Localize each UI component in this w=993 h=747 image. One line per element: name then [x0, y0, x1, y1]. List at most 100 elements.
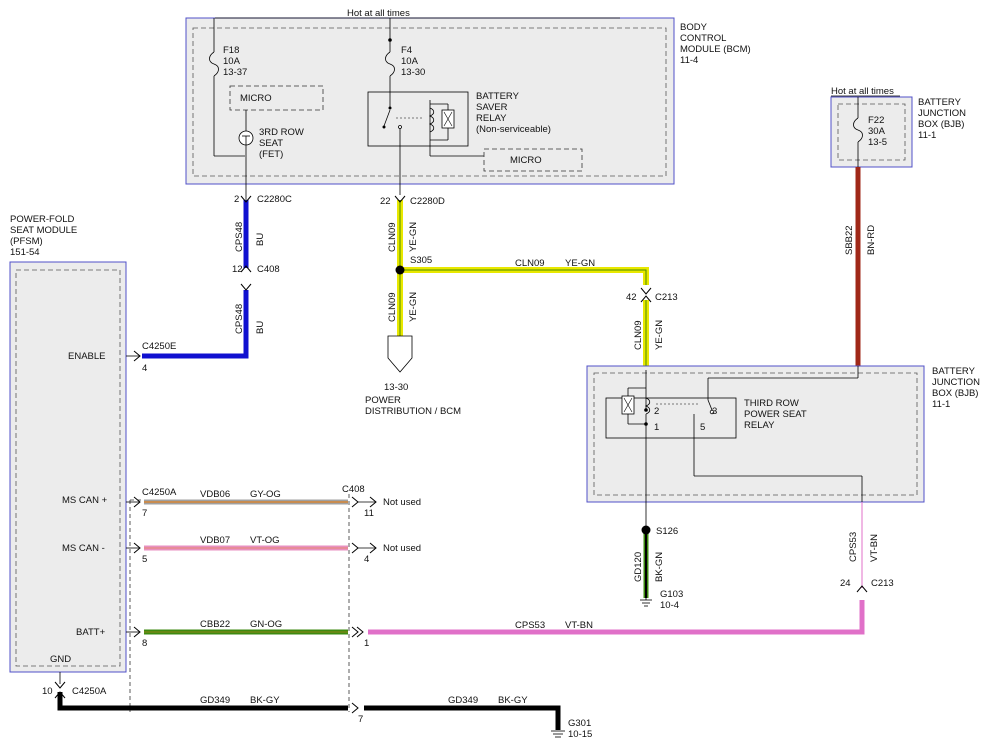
third-row-relay-line2: POWER SEAT	[744, 409, 807, 420]
fet-label-line3: (FET)	[259, 149, 283, 160]
bjb-top-title-line3: BOX (BJB)	[918, 119, 964, 130]
splice-s126: S126	[656, 526, 678, 537]
wire-cps53-v-color: VT-BN	[869, 534, 880, 562]
wire-vdb07-circuit: VDB07	[200, 535, 230, 546]
bcm-ref: 11-4	[680, 55, 698, 66]
pfsm-title-line3: (PFSM)	[10, 236, 43, 247]
connector-c213-top: C213	[655, 292, 678, 303]
bjb-top-ref: 11-1	[918, 130, 936, 141]
f4-ref: 13-30	[401, 67, 425, 78]
ground-g103-ref: 10-4	[660, 600, 679, 611]
f18-name: F18	[223, 45, 239, 56]
wire-gd349-b-color: BK-GY	[498, 695, 528, 706]
pfsm-module	[9, 261, 127, 673]
wire-cln09-h-color: YE-GN	[565, 258, 595, 269]
wire-vdb06	[126, 496, 377, 508]
pin-11: 11	[364, 508, 374, 519]
wire-gd349-b-circuit: GD349	[448, 695, 478, 706]
wire-gd349-a-color: BK-GY	[250, 695, 280, 706]
wire-cln09-h-circuit: CLN09	[515, 258, 545, 269]
connector-c408-mid: C408	[342, 484, 365, 495]
f18-amp: 10A	[223, 56, 241, 67]
pfsm-pin-batt: BATT+	[76, 627, 106, 638]
pin-4: 4	[364, 554, 369, 565]
power-dist-line3: DISTRIBUTION / BCM	[365, 406, 461, 417]
splice-s305: S305	[410, 255, 432, 266]
ground-g301: G301	[568, 718, 591, 729]
wire-cln09-v1-color: YE-GN	[408, 222, 419, 252]
power-dist-line2: POWER	[365, 395, 401, 406]
connector-c4250a-top: C4250A	[142, 487, 177, 498]
relay-pin-1: 1	[654, 422, 659, 433]
bjb-top-title-line1: BATTERY	[918, 97, 962, 108]
wire-cln09-v2-color: YE-GN	[408, 292, 419, 322]
third-row-relay-line3: RELAY	[744, 420, 775, 431]
fet-label-line1: 3RD ROW	[259, 127, 304, 138]
fet-label-line2: SEAT	[259, 138, 283, 149]
pin-8: 8	[142, 638, 147, 649]
connector-c408-box	[129, 494, 350, 712]
bsr-label-line2: SAVER	[476, 102, 508, 113]
pfsm-pin-gnd: GND	[50, 654, 71, 665]
f4-name: F4	[401, 45, 412, 56]
bcm-title-line3: MODULE (BCM)	[680, 44, 751, 55]
bjb-top-title-line2: JUNCTION	[918, 108, 966, 119]
wire-sbb22-circuit: SBB22	[844, 225, 855, 255]
pin-c408-top: 12	[232, 264, 243, 275]
relay-pin-2: 2	[654, 406, 659, 417]
bsr-label-line3: RELAY	[476, 113, 507, 124]
f4-amp: 10A	[401, 56, 419, 67]
micro-box-right	[483, 148, 583, 172]
wire-cps53	[356, 502, 868, 638]
wire-cps48-upper-color: BU	[255, 233, 266, 246]
bjb-main-title-line1: BATTERY	[932, 366, 976, 377]
pfsm-title-line2: SEAT MODULE	[10, 225, 77, 236]
wire-cln09-v1-circuit: CLN09	[387, 222, 398, 252]
bjb-main-module	[586, 365, 925, 600]
wire-gd120	[640, 525, 652, 607]
pin-c213-top: 42	[626, 292, 637, 303]
pin-7-left: 7	[142, 508, 147, 519]
bsr-label-line1: BATTERY	[476, 91, 520, 102]
fet-icon	[238, 110, 254, 200]
connector-c2280c: C2280C	[257, 194, 292, 205]
pin-24: 24	[840, 578, 851, 589]
f22-ref: 13-5	[868, 137, 887, 148]
pfsm-pin-mscan-plus: MS CAN +	[62, 495, 108, 506]
bcm-title-line2: CONTROL	[680, 33, 726, 44]
pfsm-title-line1: POWER-FOLD	[10, 214, 75, 225]
wire-cps48-upper-circuit: CPS48	[234, 222, 245, 252]
pin-c4250e: 4	[142, 363, 147, 374]
pfsm-ref: 151-54	[10, 247, 40, 258]
pin-c2280d: 22	[380, 196, 391, 207]
battery-saver-relay	[367, 91, 484, 195]
f22-amp: 30A	[868, 126, 886, 137]
pin-c2280c: 2	[234, 194, 239, 205]
ground-g301-ref: 10-15	[568, 729, 592, 740]
not-used-1: Not used	[383, 497, 421, 508]
wire-vdb06-color: GY-OG	[250, 489, 281, 500]
pfsm-pin-enable: ENABLE	[68, 351, 106, 362]
connector-c2280d: C2280D	[410, 196, 445, 207]
bjb-main-title-line2: JUNCTION	[932, 377, 980, 388]
wire-cps53-v-circuit: CPS53	[848, 532, 859, 562]
fuse-f18	[209, 18, 245, 157]
wire-gd349	[54, 672, 565, 738]
wire-cps48-lower-color: BU	[255, 321, 266, 334]
wire-cbb22-circuit: CBB22	[200, 619, 230, 630]
connector-c408-top: C408	[257, 264, 280, 275]
connector-c4250e: C4250E	[142, 341, 176, 352]
wire-cbb22-color: GN-OG	[250, 619, 282, 630]
hot-at-all-times-top: Hot at all times	[347, 8, 410, 19]
relay-pin-5: 5	[700, 422, 705, 433]
wire-cps53-h-circuit: CPS53	[515, 620, 545, 631]
micro-label-left: MICRO	[240, 93, 272, 104]
wire-cln09	[387, 195, 652, 373]
wire-cln09-v3-circuit: CLN09	[633, 320, 644, 350]
bsr-label-line4: (Non-serviceable)	[476, 124, 551, 135]
micro-label-right: MICRO	[510, 155, 542, 166]
ground-g103: G103	[660, 589, 683, 600]
connector-c4250a-bottom: C4250A	[72, 686, 107, 697]
wire-cbb22	[126, 626, 359, 638]
third-row-relay-line1: THIRD ROW	[744, 398, 799, 409]
